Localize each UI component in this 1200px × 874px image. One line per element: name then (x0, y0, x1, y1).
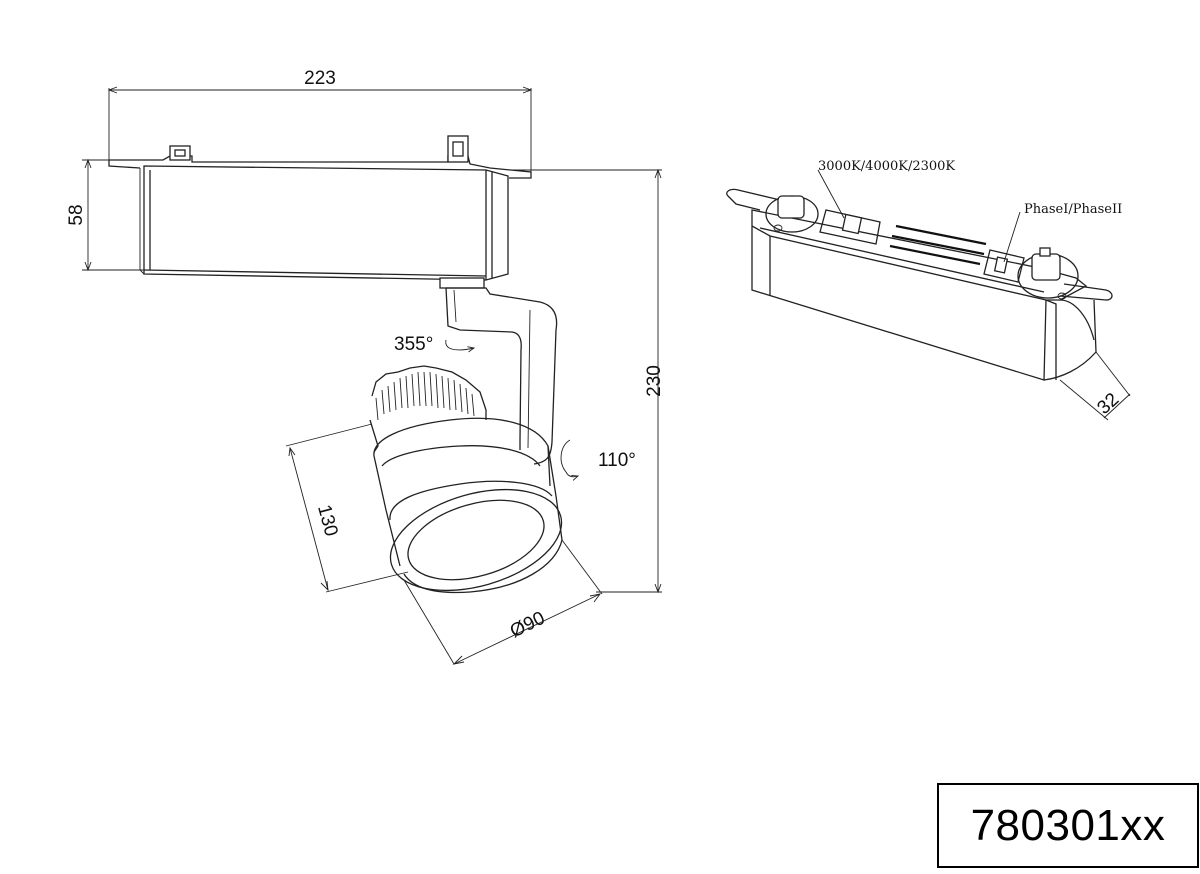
head-length-label: 130 (313, 503, 341, 539)
tilt-indicator: 110° (560, 439, 636, 477)
height-dimension: 58 (66, 158, 148, 272)
profile-dimension: 32 (1059, 351, 1131, 421)
track-adapter (108, 135, 532, 281)
article-number: 780301xx (970, 800, 1166, 850)
rotation-indicator: 355° (394, 334, 474, 355)
diameter-dimension: Ø90 (403, 539, 603, 665)
cct-callout: 3000K/4000K/2300K (817, 159, 955, 219)
total-height-dimension: 230 (512, 168, 665, 594)
vent-slots (889, 224, 987, 266)
profile-label: 32 (1093, 389, 1123, 419)
right-connector (1017, 247, 1079, 300)
cct-label: 3000K/4000K/2300K (818, 159, 955, 174)
lamp-head (369, 365, 563, 594)
cct-switch (819, 209, 881, 245)
left-connector (765, 195, 819, 233)
mounting-arm (439, 277, 558, 465)
title-block: 780301xx (937, 783, 1199, 868)
phase-label: PhaseI/PhaseII (1024, 202, 1122, 217)
height-label: 58 (66, 204, 87, 225)
phase-callout: PhaseI/PhaseII (1003, 202, 1122, 263)
width-dimension: 223 (107, 68, 533, 175)
isometric-view: 3000K/4000K/2300K PhaseI/PhaseII 32 (726, 159, 1131, 421)
side-view: 223 58 (66, 68, 665, 665)
head-length-dimension: 130 (285, 423, 409, 593)
total-height-label: 230 (644, 365, 665, 397)
rotation-label: 355° (394, 334, 433, 355)
width-label: 223 (304, 68, 336, 89)
tilt-label: 110° (598, 450, 636, 471)
diameter-label: Ø90 (507, 608, 548, 643)
